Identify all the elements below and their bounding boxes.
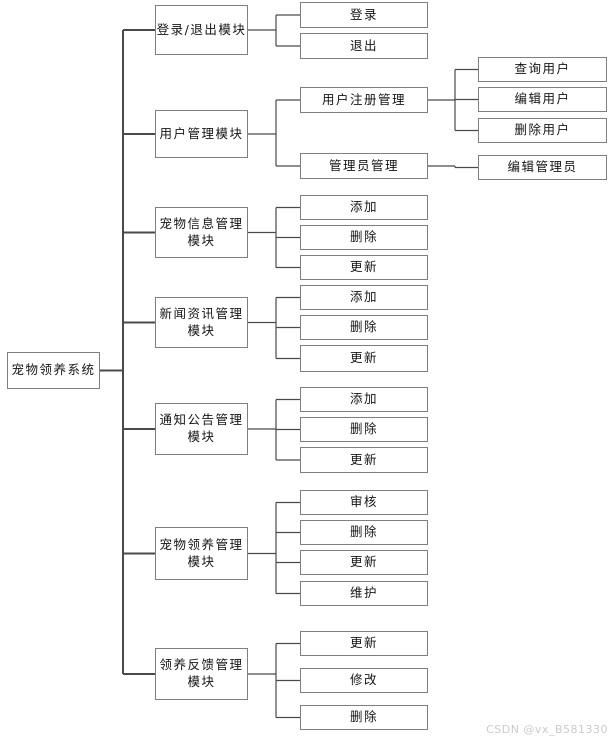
node-pet-delete: 删除 — [300, 225, 428, 250]
node-news-delete: 删除 — [300, 315, 428, 340]
node-login: 登录 — [300, 2, 428, 28]
edge-from-login-logout-module — [248, 14, 300, 47]
watermark: CSDN @vx_B581330 — [486, 723, 608, 736]
node-adopt-update: 更新 — [300, 550, 428, 575]
node-adopt-delete: 删除 — [300, 520, 428, 545]
node-adopt-review: 审核 — [300, 490, 428, 515]
node-logout: 退出 — [300, 33, 428, 59]
edge-from-admin-mgmt — [428, 165, 478, 169]
node-pet-info-module: 宠物信息管理 模块 — [155, 207, 248, 258]
node-news-module: 新闻资讯管理 模块 — [155, 297, 248, 348]
node-fb-delete: 删除 — [300, 705, 428, 730]
node-notice-update: 更新 — [300, 447, 428, 473]
edge-from-user-mgmt-module — [248, 99, 300, 167]
node-news-update: 更新 — [300, 345, 428, 372]
edge-from-pet-info-module — [248, 206, 300, 269]
node-delete-user: 删除用户 — [478, 118, 607, 143]
node-query-user: 查询用户 — [478, 57, 607, 82]
node-notice-module: 通知公告管理 模块 — [155, 403, 248, 455]
edge-from-adoption-mgmt-module — [248, 501, 300, 595]
node-fb-modify: 修改 — [300, 668, 428, 693]
node-adopt-maintain: 维护 — [300, 581, 428, 606]
node-edit-admin: 编辑管理员 — [478, 155, 607, 180]
node-user-reg-mgmt: 用户注册管理 — [300, 87, 428, 113]
node-pet-update: 更新 — [300, 255, 428, 280]
node-fb-update: 更新 — [300, 631, 428, 656]
node-news-add: 添加 — [300, 285, 428, 310]
node-notice-delete: 删除 — [300, 417, 428, 442]
node-root: 宠物领养系统 — [7, 352, 100, 389]
edge-from-news-module — [248, 296, 300, 360]
node-login-logout-module: 登录/退出模块 — [155, 5, 248, 55]
node-user-mgmt-module: 用户管理模块 — [155, 110, 248, 158]
edge-from-feedback-module — [248, 642, 300, 719]
node-feedback-module: 领养反馈管理 模块 — [155, 648, 248, 700]
node-edit-user: 编辑用户 — [478, 87, 607, 112]
edge-from-user-reg-mgmt — [428, 68, 478, 132]
node-pet-add: 添加 — [300, 195, 428, 220]
node-admin-mgmt: 管理员管理 — [300, 153, 428, 179]
node-notice-add: 添加 — [300, 387, 428, 412]
node-adoption-mgmt-module: 宠物领养管理 模块 — [155, 527, 248, 580]
edge-from-notice-module — [248, 398, 300, 461]
edge-from-root — [100, 29, 155, 675]
